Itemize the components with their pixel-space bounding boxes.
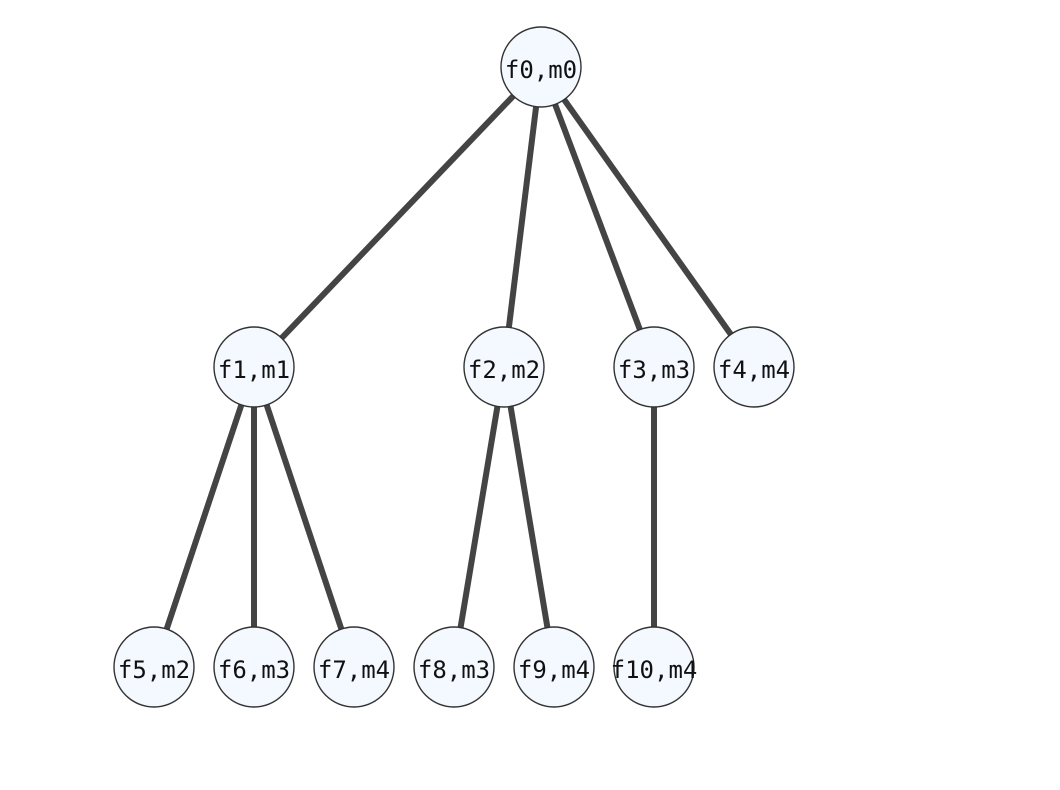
edge-n0-n2 [505,106,540,328]
node-circle [613,326,695,408]
edge-n2-n8 [457,405,501,629]
node-label: f8,m3 [418,656,490,684]
node-label: f9,m4 [518,656,590,684]
node-circle [513,626,595,708]
edge-n2-n9 [507,405,551,629]
node-circle [413,626,495,708]
tree-node: f6,m3 [213,626,295,708]
tree-node: f4,m4 [713,326,795,408]
node-circle [113,626,195,708]
node-circle [500,26,582,108]
tree-node: f9,m4 [513,626,595,708]
edge-n0-n1 [279,93,516,341]
node-label: f10,m4 [611,656,698,684]
node-circle [213,626,295,708]
tree-node: f0,m0 [500,26,582,108]
edge-n0-n3 [552,103,643,331]
node-label: f4,m4 [718,356,790,384]
edge-n0-n4 [561,97,734,337]
node-label: f6,m3 [218,656,290,684]
node-label: f7,m4 [318,656,390,684]
node-label: f0,m0 [505,56,577,84]
node-circle [613,626,695,708]
node-circle [463,326,545,408]
tree-node: f10,m4 [611,626,698,708]
edges-layer [163,93,734,631]
tree-node: f8,m3 [413,626,495,708]
node-circle [313,626,395,708]
node-label: f5,m2 [118,656,190,684]
edge-n1-n5 [163,403,245,631]
tree-node: f7,m4 [313,626,395,708]
node-label: f1,m1 [218,356,290,384]
node-circle [713,326,795,408]
tree-node: f5,m2 [113,626,195,708]
tree-node: f2,m2 [463,326,545,408]
node-label: f3,m3 [618,356,690,384]
node-label: f2,m2 [468,356,540,384]
node-circle [213,326,295,408]
nodes-layer: f0,m0 f1,m1 f2,m2 f3,m3 f4,m4 f5,m2 f6,m3 f7,m4… [113,26,795,708]
tree-node: f1,m1 [213,326,295,408]
edge-n1-n7 [263,403,345,631]
tree-node: f3,m3 [613,326,695,408]
